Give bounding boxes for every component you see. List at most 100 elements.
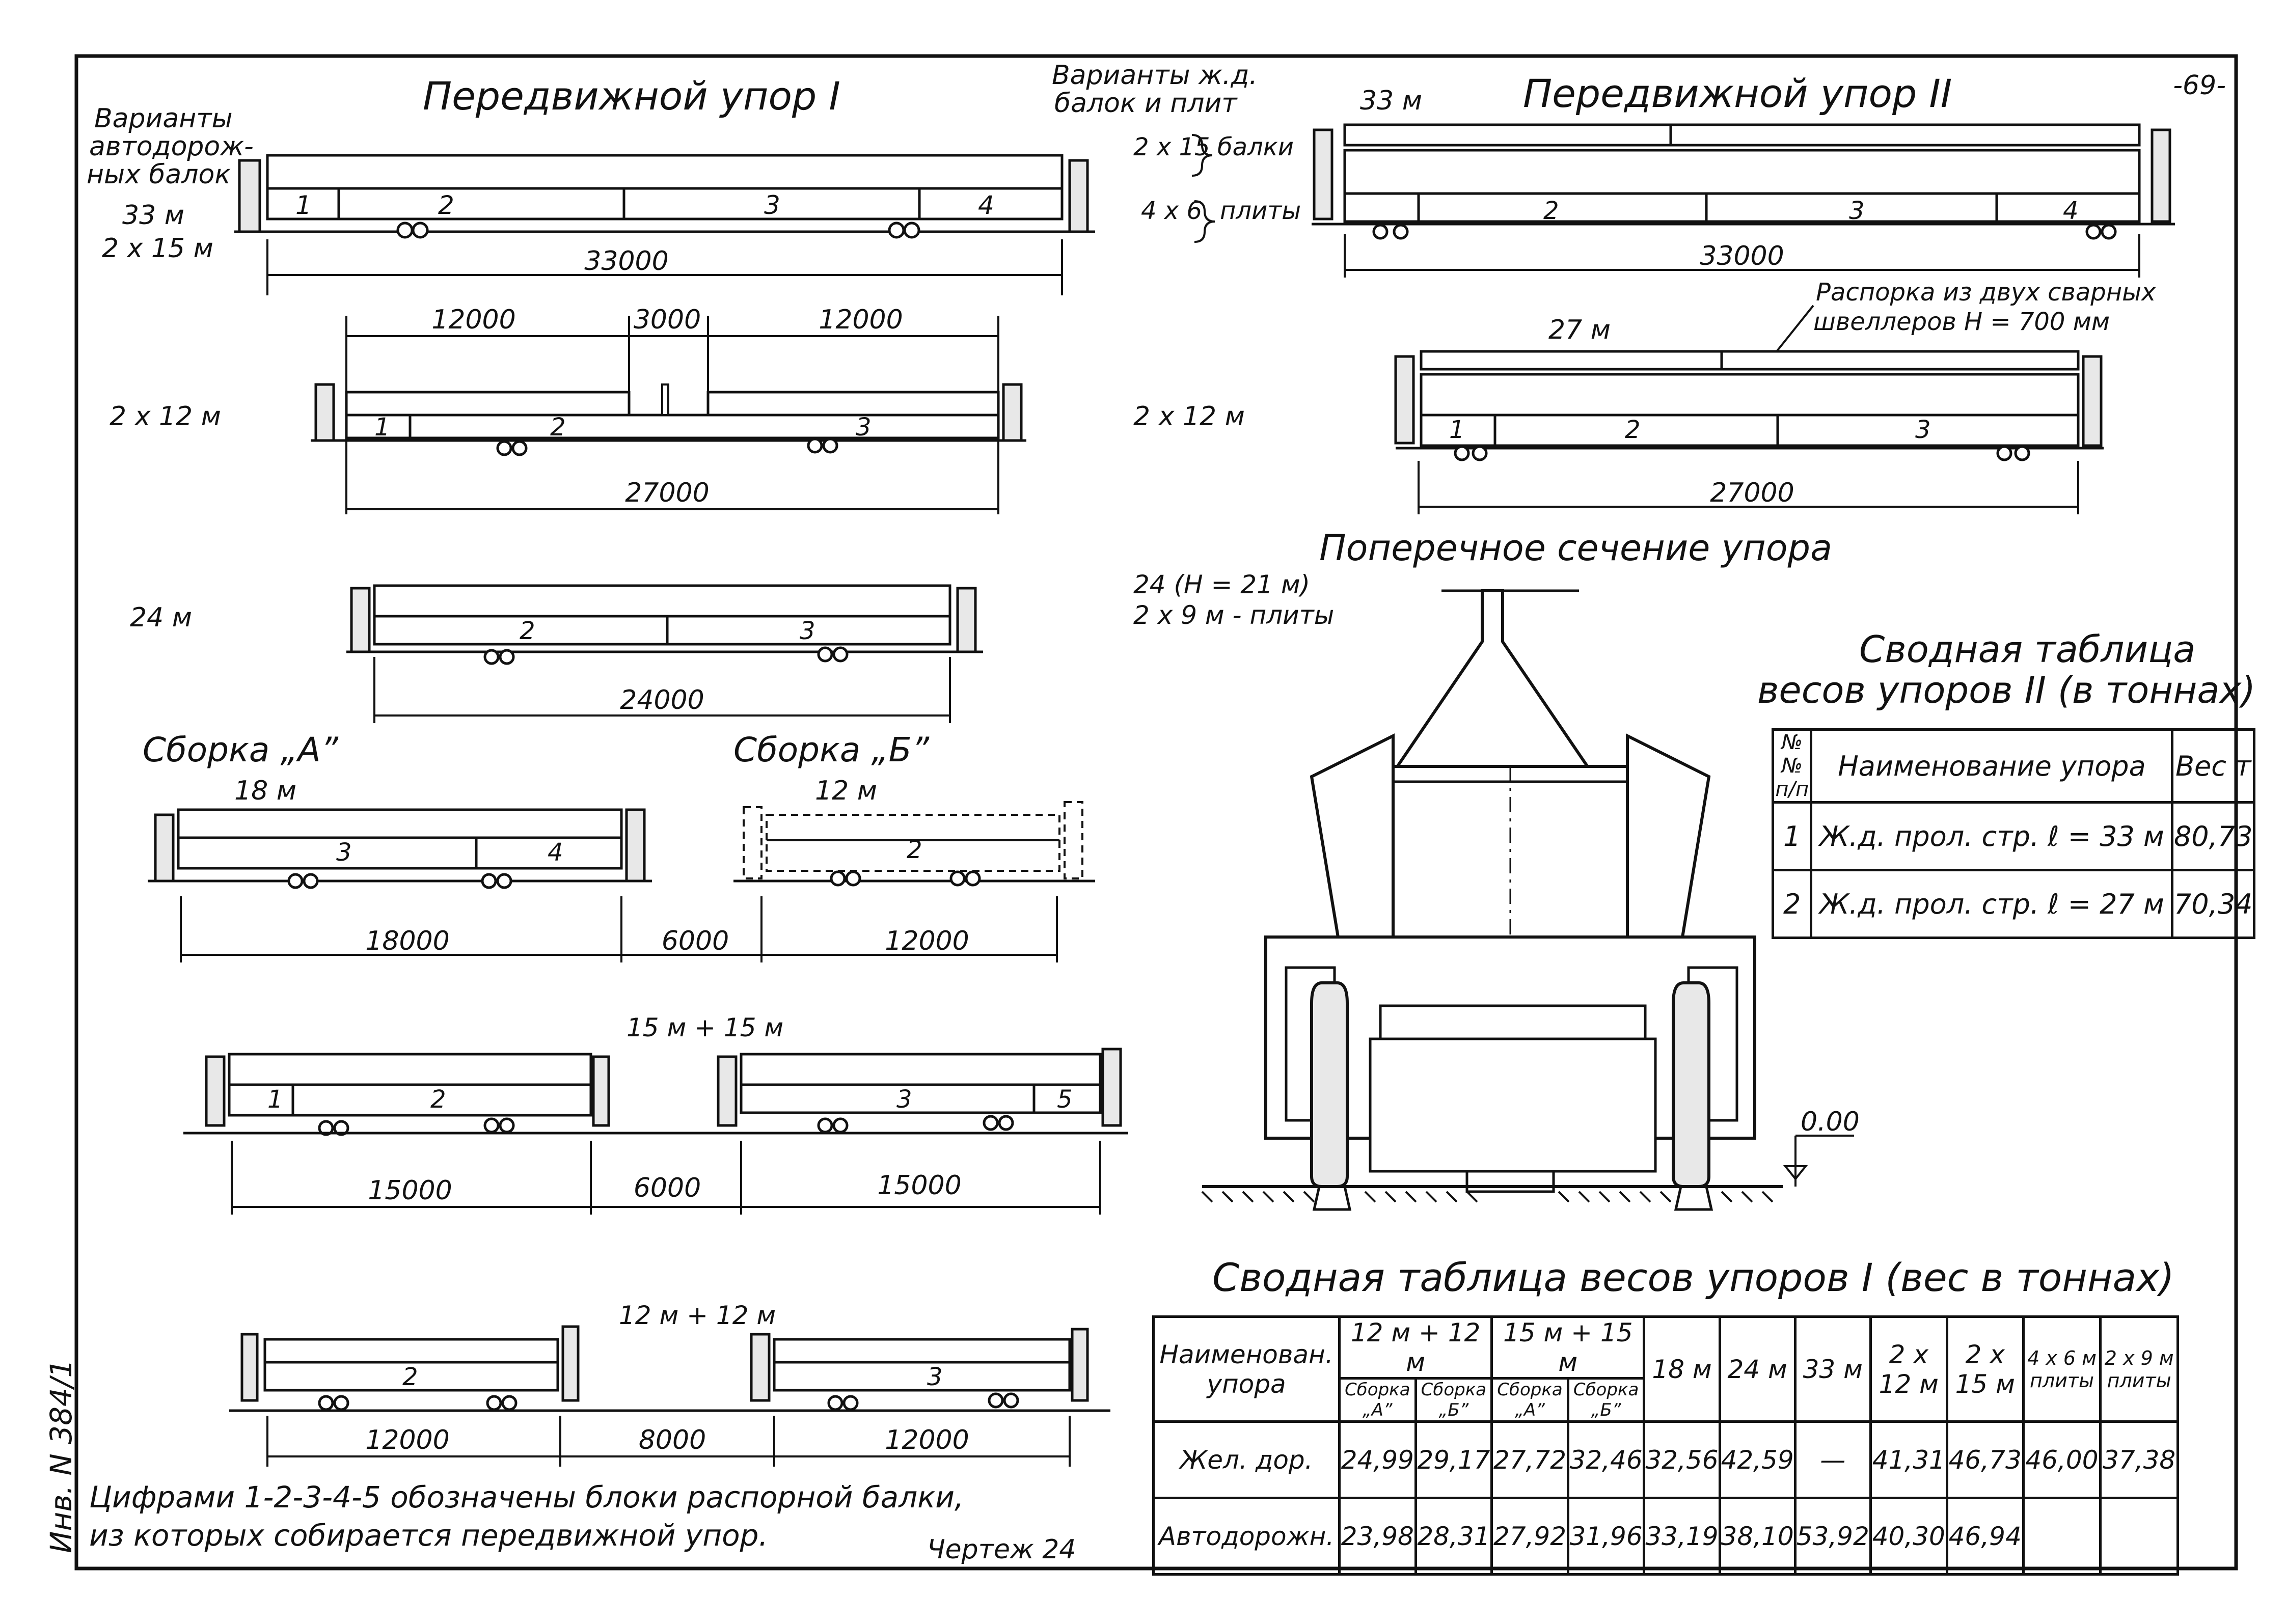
col-header-33: 33 м	[1793, 1315, 1872, 1423]
upor-II-27-label: 27 м	[1548, 315, 1611, 345]
sub-header: Сборка „А”	[1338, 1377, 1417, 1423]
svg-text:12000: 12000	[365, 1425, 449, 1455]
cell-value: 31,96	[1566, 1497, 1646, 1576]
svg-text:6000: 6000	[662, 926, 729, 956]
weights-table-I: Наименован. упора 12 м + 12 м 15 м + 15 …	[1152, 1315, 2179, 1576]
beam-II-27m: 1 2 3 27000	[1394, 350, 2104, 514]
col-header-2x9: 2 х 9 м плиты	[2099, 1315, 2179, 1423]
block-num: 1	[295, 190, 312, 220]
dim-27000: 27000	[625, 478, 709, 508]
beam-I-24m: 2 3 24000	[346, 584, 983, 723]
pair-12-label: 12 м + 12 м	[619, 1301, 776, 1330]
block-num: 2	[402, 1363, 418, 1391]
title-upor-II: Передвижной упор II	[1523, 71, 1952, 116]
assembly-B-beam: 2	[733, 801, 1095, 887]
row-name: Автодорожн.	[1152, 1497, 1341, 1576]
sub-header: Сборка „А”	[1490, 1377, 1569, 1423]
upor-II-33-label: 33 м	[1360, 86, 1422, 116]
assembly-A-beam: 3 4	[148, 808, 652, 889]
footnote-line-1: Цифрами 1-2-3-4-5 обозначены блоки распо…	[89, 1480, 964, 1515]
cell-value: 37,38	[2099, 1420, 2179, 1499]
rail-4x6: 4 х 6	[1141, 197, 1202, 225]
section-note-1: 24 (Н = 21 м)	[1133, 570, 1310, 599]
beam-II-33m: 2 3 4 33000	[1312, 123, 2175, 278]
block-num: 3	[1915, 416, 1931, 444]
col-header-4x6: 4 х 6 м плиты	[2022, 1315, 2102, 1423]
cross-section-drawing: 0.00	[1201, 589, 1860, 1211]
cell-value: 46,94	[1945, 1497, 2025, 1576]
cell-value: 28,31	[1414, 1497, 1493, 1576]
table-row: Жел. дор. 24,99 29,17 27,72 32,46 32,56 …	[1152, 1420, 2179, 1499]
assembly-B-length: 12 м	[815, 776, 877, 806]
cell-value: —	[1793, 1420, 1872, 1499]
block-num: 2	[520, 617, 535, 645]
svg-text:12000: 12000	[885, 1425, 969, 1455]
section-title: Поперечное сечение упора	[1319, 527, 1832, 569]
title-upor-I: Передвижной упор I	[423, 73, 840, 119]
cell-value: 53,92	[1793, 1497, 1872, 1576]
cell-value: 40,30	[1869, 1497, 1948, 1576]
cell-value: 27,92	[1490, 1497, 1569, 1576]
block-num: 3	[1849, 197, 1865, 225]
svg-text:15000: 15000	[368, 1175, 452, 1206]
cell-value	[2022, 1497, 2102, 1576]
block-num: 2	[550, 413, 566, 442]
assembly-dimensions: 18000 6000 12000	[180, 896, 1058, 962]
cell-value: 29,17	[1414, 1420, 1493, 1499]
cell-value: 27,72	[1490, 1420, 1569, 1499]
level-mark: 0.00	[1801, 1107, 1860, 1137]
block-num: 4	[978, 190, 994, 220]
cell-value: 32,56	[1643, 1420, 1721, 1499]
block-num: 1	[374, 413, 390, 442]
beam-I-33m: 1 2 3 4 33000	[234, 154, 1095, 295]
assembly-A-length: 18 м	[234, 776, 296, 806]
svg-text:8000: 8000	[639, 1425, 706, 1455]
cell-value: 42,59	[1718, 1420, 1797, 1499]
cell-name: Ж.д. прол. стр. ℓ = 27 м	[1810, 869, 2174, 939]
weights-table-II: №№ п/п Наименование упора Вес т 1 Ж.д. п…	[1771, 728, 2255, 939]
svg-text:12000: 12000	[885, 926, 969, 956]
col-header-2x12: 2 х 12 м	[1869, 1315, 1948, 1423]
svg-text:18000: 18000	[365, 926, 449, 956]
block-num: 1	[1449, 416, 1465, 444]
upor-I-33-sub: 2 х 15 м	[102, 233, 213, 264]
col-group-15: 15 м + 15 м	[1490, 1315, 1646, 1380]
block-num: 3	[896, 1085, 912, 1114]
cell-number: 2	[1771, 869, 1813, 939]
inventory-number: Инв. N 384/1	[44, 1359, 78, 1553]
block-num: 3	[856, 413, 872, 442]
block-num: 2	[438, 190, 454, 220]
dim-33000: 33000	[584, 246, 668, 277]
cell-weight: 70,34	[2171, 869, 2255, 939]
cell-number: 1	[1771, 801, 1813, 871]
col-header-name: Наименование упора	[1810, 728, 2174, 804]
pair-12-beams: 2 3 12000 8000 12000	[229, 1325, 1110, 1467]
block-num: 2	[907, 836, 922, 864]
table-II-title-2: весов упоров II (в тоннах)	[1757, 669, 2255, 711]
col-header-weight: Вес т	[2171, 728, 2255, 804]
table-row: Автодорожн. 23,98 28,31 27,92 31,96 33,1…	[1152, 1497, 2179, 1576]
footnote-line-2: из которых собирается передвижной упор.	[89, 1518, 768, 1553]
block-num: 1	[267, 1085, 283, 1114]
cell-value: 38,10	[1718, 1497, 1797, 1576]
col-header-2x15: 2 х 15 м	[1945, 1315, 2025, 1423]
table-row: 2 Ж.д. прол. стр. ℓ = 27 м 70,34	[1771, 869, 2255, 939]
block-num: 3	[336, 838, 352, 867]
upor-I-2x12-label: 2 х 12 м	[110, 401, 221, 432]
cell-value: 46,73	[1945, 1420, 2025, 1499]
rail-beams: балки	[1217, 133, 1294, 161]
block-num: 2	[1543, 197, 1559, 225]
rail-plates: плиты	[1220, 197, 1301, 225]
dim-12000: 12000	[819, 305, 903, 335]
cell-weight: 80,73	[2171, 801, 2255, 871]
cell-value: 24,99	[1338, 1420, 1417, 1499]
pair-15-label: 15 м + 15 м	[627, 1013, 783, 1042]
cell-name: Ж.д. прол. стр. ℓ = 33 м	[1810, 801, 2174, 871]
col-header-number: №№ п/п	[1771, 728, 1813, 804]
svg-text:27000: 27000	[1710, 478, 1794, 508]
pair-15-beams: 1 2 3 5 15000 6000 15000	[183, 1048, 1128, 1215]
svg-text:6000: 6000	[634, 1173, 701, 1203]
